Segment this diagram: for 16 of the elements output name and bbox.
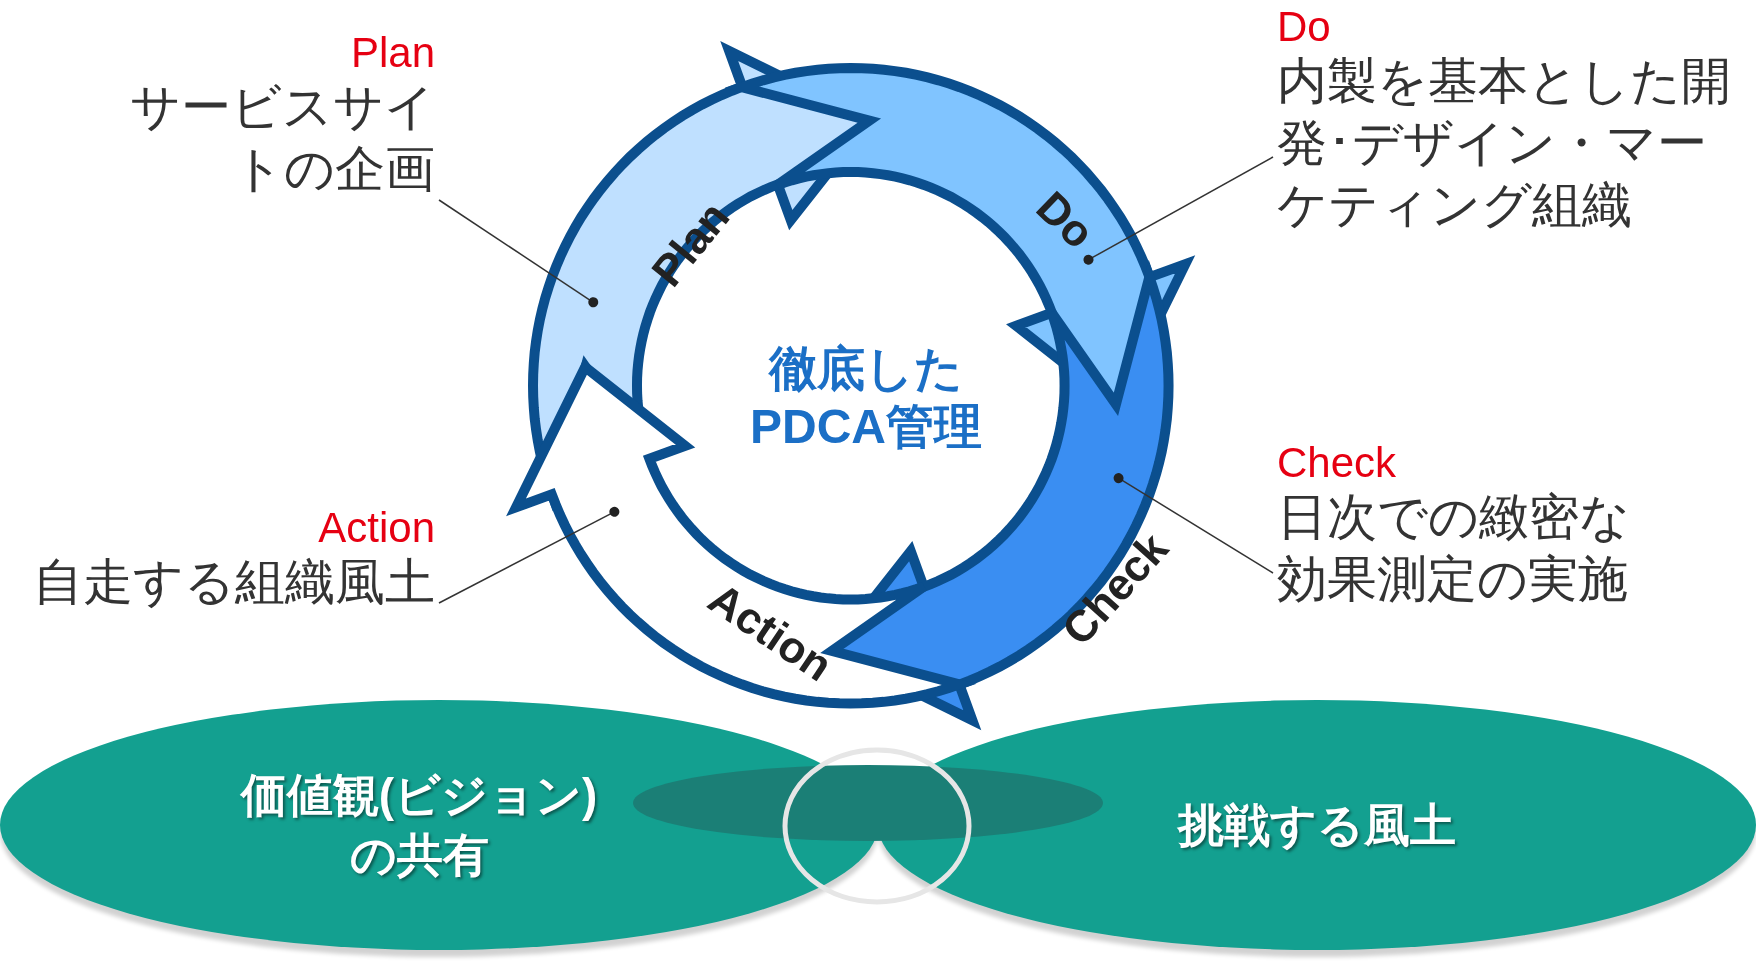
step-description: 日次での緻密な効果測定の実施 <box>1277 488 1631 609</box>
leader-line <box>438 506 620 604</box>
step-heading: Do <box>1277 4 1332 50</box>
step-description: 内製を基本とした開発･デザイン・マーケティング組織 <box>1277 52 1732 235</box>
leader-line <box>1083 156 1274 265</box>
arrow-label: Do <box>1026 181 1104 258</box>
step-heading: Plan <box>349 30 435 76</box>
leader-line <box>438 199 599 308</box>
leader-line <box>1113 473 1274 574</box>
ellipse-label: 挑戦する風土 <box>1176 798 1457 853</box>
step-heading: Action <box>317 505 435 551</box>
step-description: 自走する組織風土 <box>32 553 435 612</box>
step-heading: Check <box>1277 440 1398 486</box>
center-title: 徹底したPDCA管理 <box>749 341 983 455</box>
step-description: サービスサイトの企画 <box>129 78 435 199</box>
ellipse-label: 価値観(ビジョン)の共有 <box>239 768 599 883</box>
